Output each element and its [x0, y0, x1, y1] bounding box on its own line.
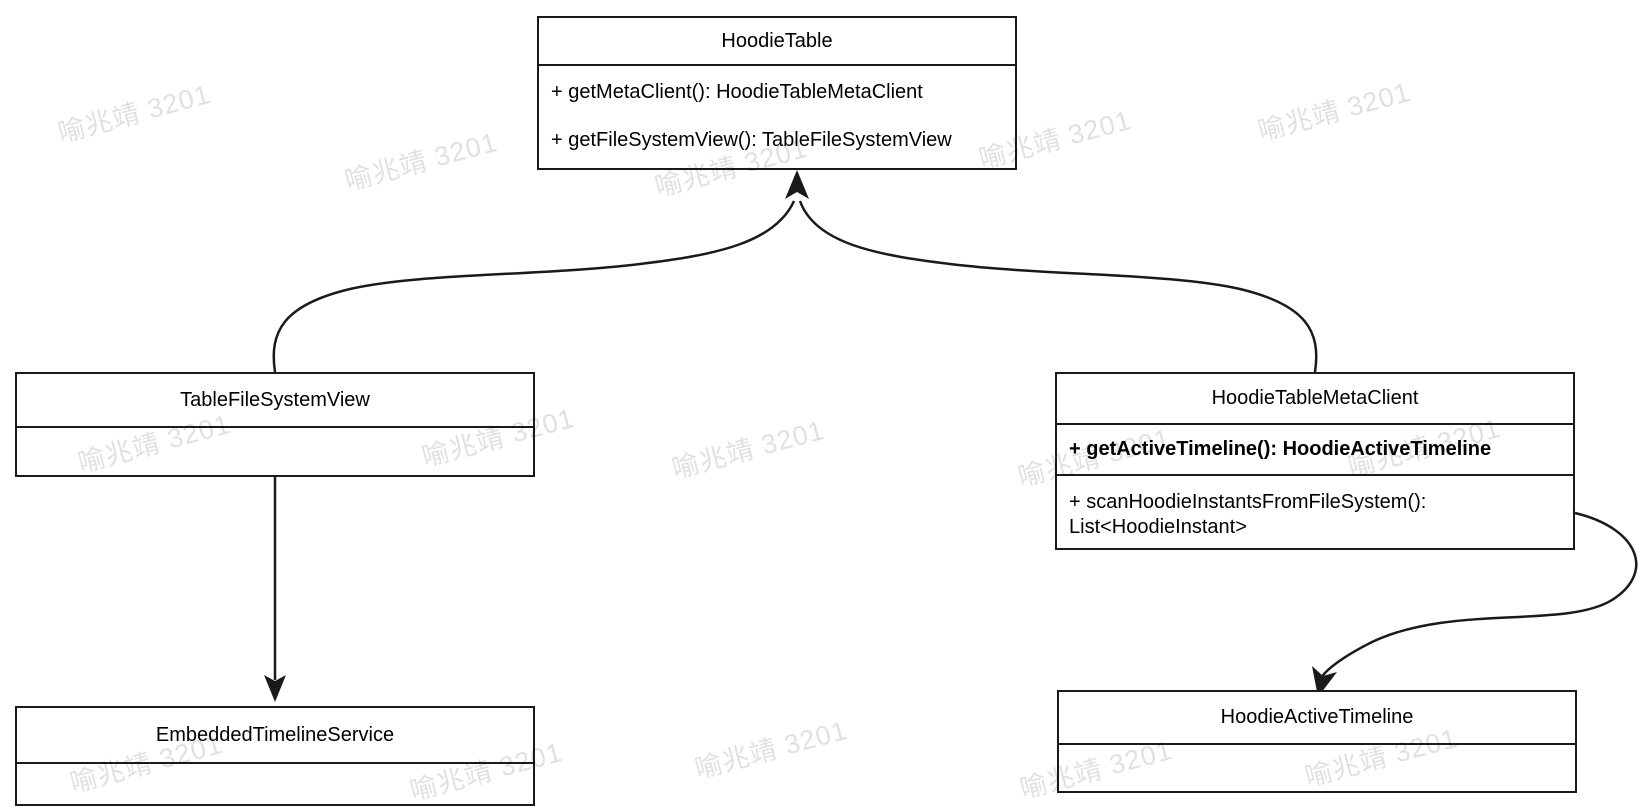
class-empty-compartment [17, 764, 533, 804]
arrowhead-up-icon [785, 170, 809, 199]
class-method: + getFileSystemView(): TableFileSystemVi… [551, 129, 952, 151]
arrow-tablefilesystemview-to-hoodietable [272, 200, 796, 373]
class-box-table-file-system-view: TableFileSystemView [15, 372, 535, 477]
watermark-text: 喻兆靖 3201 [1254, 76, 1414, 147]
class-box-hoodie-active-timeline: HoodieActiveTimeline [1057, 690, 1577, 793]
class-method: + scanHoodieInstantsFromFileSystem(): Li… [1069, 491, 1427, 539]
class-box-hoodie-table-meta-client: HoodieTableMetaClient + getActiveTimelin… [1055, 372, 1575, 550]
class-methods-compartment: + getMetaClient(): HoodieTableMetaClient… [539, 66, 1015, 168]
class-empty-compartment [1059, 745, 1575, 791]
class-title: HoodieActiveTimeline [1059, 692, 1575, 745]
watermark-text: 喻兆靖 3201 [54, 78, 214, 149]
watermark-text: 喻兆靖 3201 [668, 414, 828, 485]
class-title: HoodieTable [539, 18, 1015, 66]
class-method: + getActiveTimeline(): HoodieActiveTimel… [1057, 425, 1573, 477]
class-title: EmbeddedTimelineService [17, 708, 533, 764]
watermark-text: 喻兆靖 3201 [341, 126, 501, 197]
watermark-text: 喻兆靖 3201 [691, 714, 851, 785]
class-empty-compartment [17, 428, 533, 475]
arrowhead-down-icon [264, 675, 286, 702]
class-method: + getMetaClient(): HoodieTableMetaClient [551, 81, 923, 103]
arrow-hoodietablemetaclient-to-hoodietable [798, 200, 1318, 373]
class-title: TableFileSystemView [17, 374, 533, 428]
class-title: HoodieTableMetaClient [1057, 374, 1573, 425]
class-box-hoodie-table: HoodieTable + getMetaClient(): HoodieTab… [537, 16, 1017, 170]
class-box-embedded-timeline-service: EmbeddedTimelineService [15, 706, 535, 806]
